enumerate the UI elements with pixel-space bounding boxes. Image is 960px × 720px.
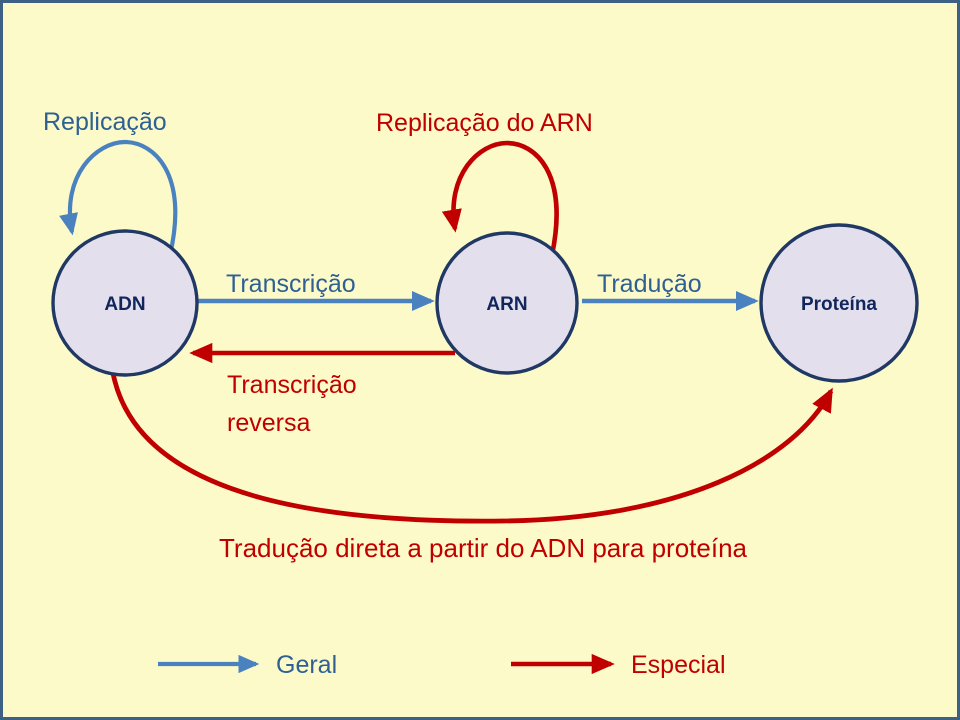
node-adn[interactable]: ADN	[51, 229, 199, 377]
central-dogma-diagram: ADN ARN Proteína Replicação Replicação d…	[43, 108, 919, 679]
legend-item-especial[interactable]: Especial	[511, 651, 726, 679]
edge-label-transcricao: Transcrição	[226, 270, 356, 298]
edge-label-replicacao: Replicação	[43, 108, 167, 136]
edge-label-traducao-direta: Tradução direta a partir do ADN para pro…	[219, 533, 748, 563]
node-proteina-label: Proteína	[801, 294, 877, 315]
edge-label-replicacao-arn: Replicação do ARN	[376, 109, 593, 137]
node-arn[interactable]: ARN	[435, 231, 579, 375]
edge-label-traducao: Tradução	[597, 270, 702, 298]
node-proteina[interactable]: Proteína	[759, 223, 919, 383]
node-adn-label: ADN	[104, 294, 145, 315]
edge-traducao-direta-arrow	[110, 372, 834, 524]
node-proteina-circle	[759, 223, 919, 383]
legend-item-geral[interactable]: Geral	[158, 651, 337, 679]
legend-especial-label: Especial	[631, 651, 726, 679]
node-arn-label: ARN	[486, 294, 527, 315]
edge-replicacao-arn-arrow	[441, 140, 559, 256]
legend-geral-label: Geral	[276, 651, 337, 679]
edge-replicacao-arrow	[59, 139, 178, 256]
node-arn-circle	[435, 231, 579, 375]
edge-label-transcricao-reversa-line1: Transcrição	[227, 371, 357, 399]
edge-label-transcricao-reversa-line2: reversa	[227, 409, 310, 437]
node-adn-circle	[51, 229, 199, 377]
